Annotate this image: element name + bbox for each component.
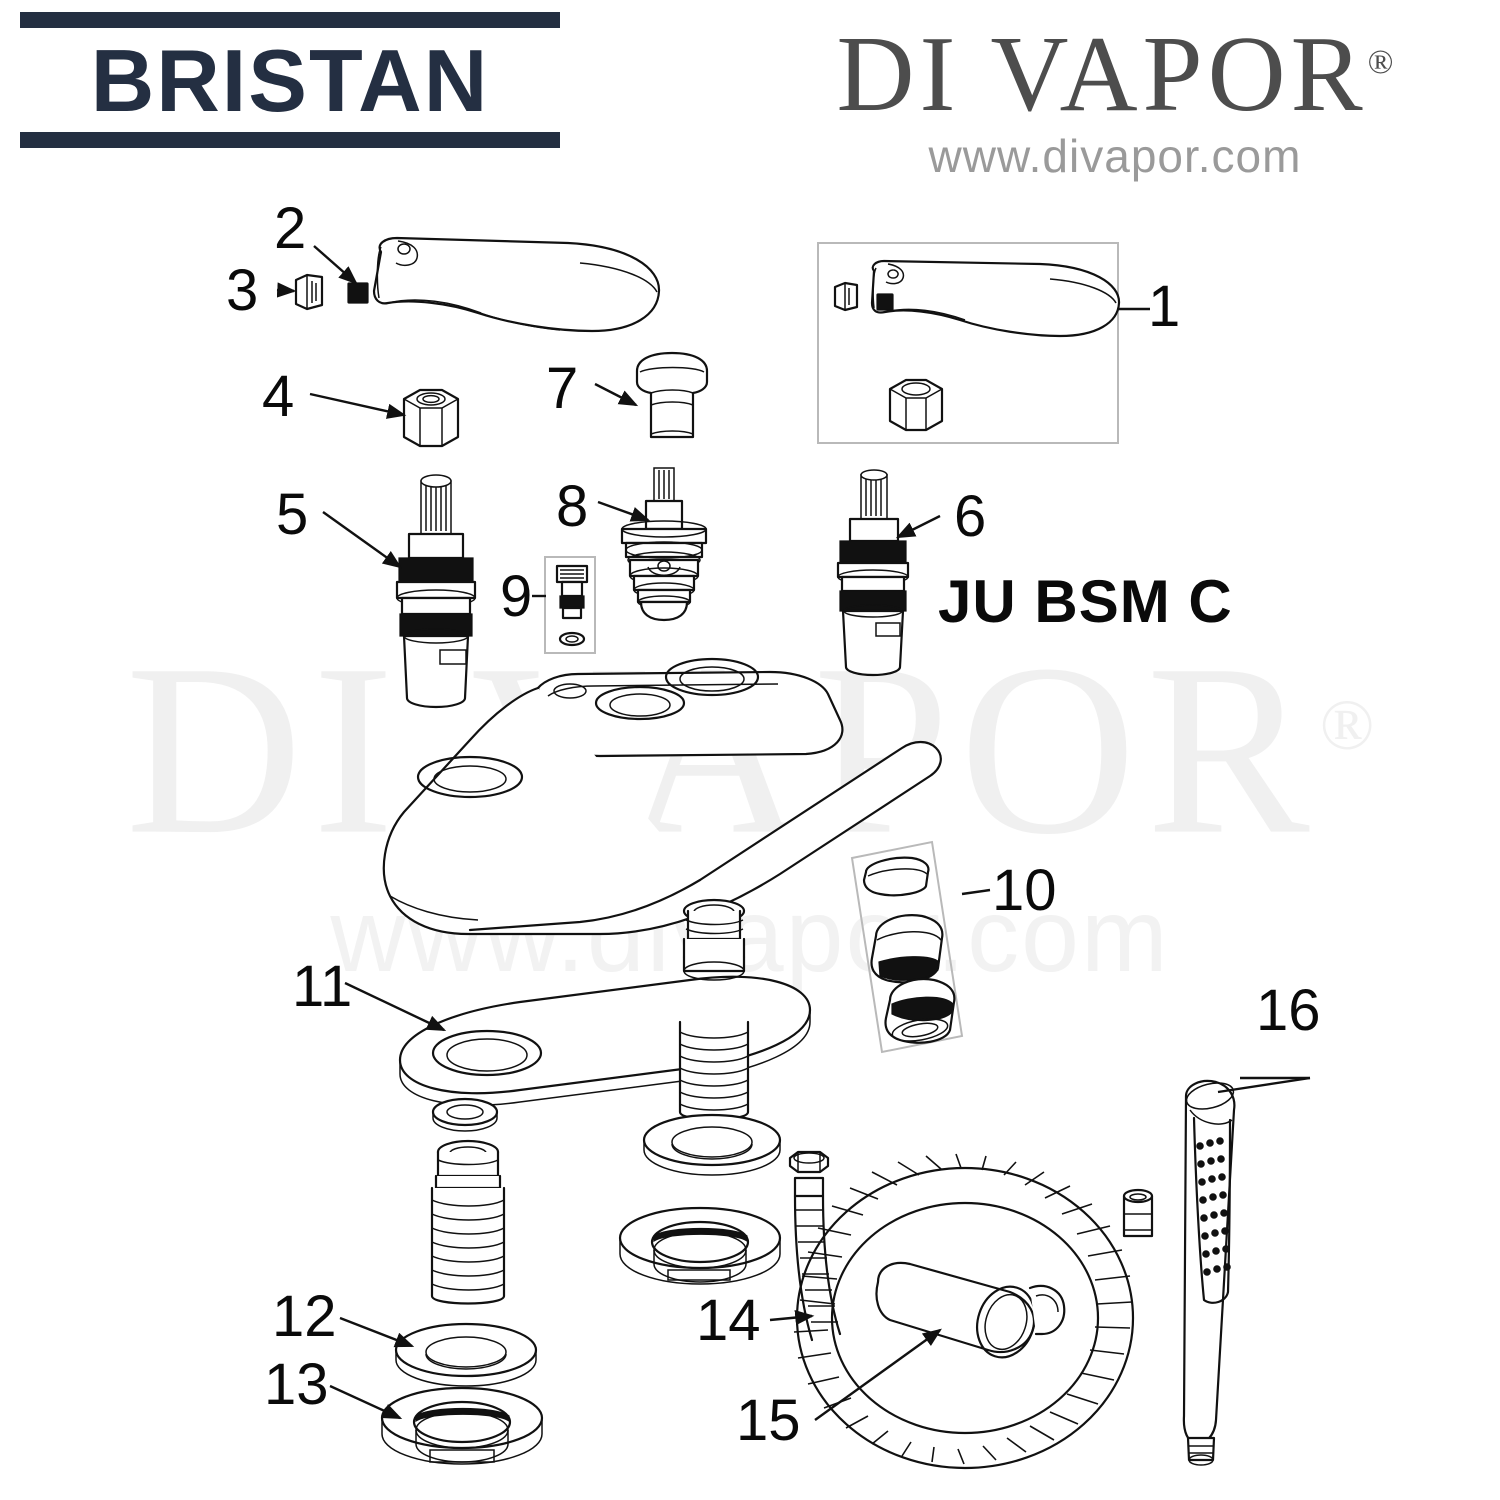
bristan-logo: BRISTAN (20, 12, 560, 148)
fixing-nut-13 (380, 1386, 544, 1465)
callout-number-16: 16 (1256, 978, 1321, 1043)
threaded-riser (682, 898, 746, 981)
part-10-group-box (850, 840, 991, 1054)
flange-nut-right (618, 1206, 782, 1285)
callout-number-10: 10 (992, 858, 1057, 923)
retaining-nut-1 (888, 378, 944, 432)
callout-number-9: 9 (500, 564, 533, 629)
leader-14 (769, 1309, 815, 1326)
callout-number-15: 15 (736, 1388, 801, 1453)
leader-6 (895, 514, 941, 539)
bristan-rule-bottom (20, 132, 560, 148)
leader-2 (313, 245, 358, 285)
diverter-cartridge-8 (620, 467, 708, 622)
index-cap-3 (294, 273, 324, 311)
leader-12 (339, 1316, 415, 1348)
shroud-cover-7 (635, 351, 709, 439)
callout-number-11: 11 (292, 954, 353, 1019)
divapor-url: www.divapor.com (928, 130, 1302, 182)
divapor-logo: DI VAPOR® www.divapor.com (745, 4, 1485, 183)
callout-number-1: 1 (1148, 274, 1181, 339)
divapor-registered-icon: ® (1367, 44, 1394, 81)
handle-lever-1 (870, 259, 1121, 338)
small-washer (431, 1097, 499, 1132)
retaining-nut-4 (402, 388, 460, 448)
base-plate-11 (398, 898, 812, 1121)
aerator-ring (862, 856, 930, 897)
callout-number-3: 3 (226, 258, 259, 323)
index-cap-1 (833, 281, 859, 312)
bristan-wordmark: BRISTAN (90, 31, 490, 130)
leader-4 (309, 392, 407, 419)
leader-15 (814, 1328, 942, 1421)
grub-screw-2 (347, 282, 369, 304)
handset-holder-15 (875, 1261, 1066, 1359)
shower-handset-16 (1182, 1076, 1311, 1466)
callout-number-12: 12 (272, 1284, 337, 1349)
callout-number-2: 2 (274, 196, 307, 261)
washer-12 (394, 1322, 538, 1387)
valve-cartridge-6 (836, 469, 910, 677)
callout-number-13: 13 (264, 1352, 329, 1417)
leader-3 (276, 282, 297, 298)
callout-number-6: 6 (954, 484, 987, 549)
tap-body-main (382, 657, 942, 936)
part-1-group-box (817, 242, 1150, 444)
leader-7 (594, 382, 639, 407)
washer-upper-right (642, 1113, 782, 1176)
divapor-name: DI VAPOR (836, 15, 1368, 134)
leader-11 (344, 981, 447, 1032)
aerator-housing (884, 978, 956, 1044)
leader-lines (276, 245, 942, 1421)
callout-number-8: 8 (556, 474, 589, 539)
leader-8 (597, 500, 651, 522)
callout-number-5: 5 (276, 482, 309, 547)
callout-number-7: 7 (546, 356, 579, 421)
part-9-group-box (544, 556, 596, 654)
lower-thread-column (430, 1139, 506, 1305)
body-thread-lower (678, 1020, 750, 1121)
product-code-label: JU BSM C (938, 568, 1233, 635)
valve-cartridge-5 (395, 474, 477, 709)
aerator-body (870, 914, 944, 984)
handle-lever-main (372, 236, 661, 333)
divapor-wordmark: DI VAPOR® (745, 4, 1485, 134)
leader-13 (329, 1384, 403, 1420)
callout-number-14: 14 (696, 1288, 761, 1353)
bristan-rule-top (20, 12, 560, 28)
leader-5 (322, 511, 402, 569)
callout-number-4: 4 (262, 364, 295, 429)
